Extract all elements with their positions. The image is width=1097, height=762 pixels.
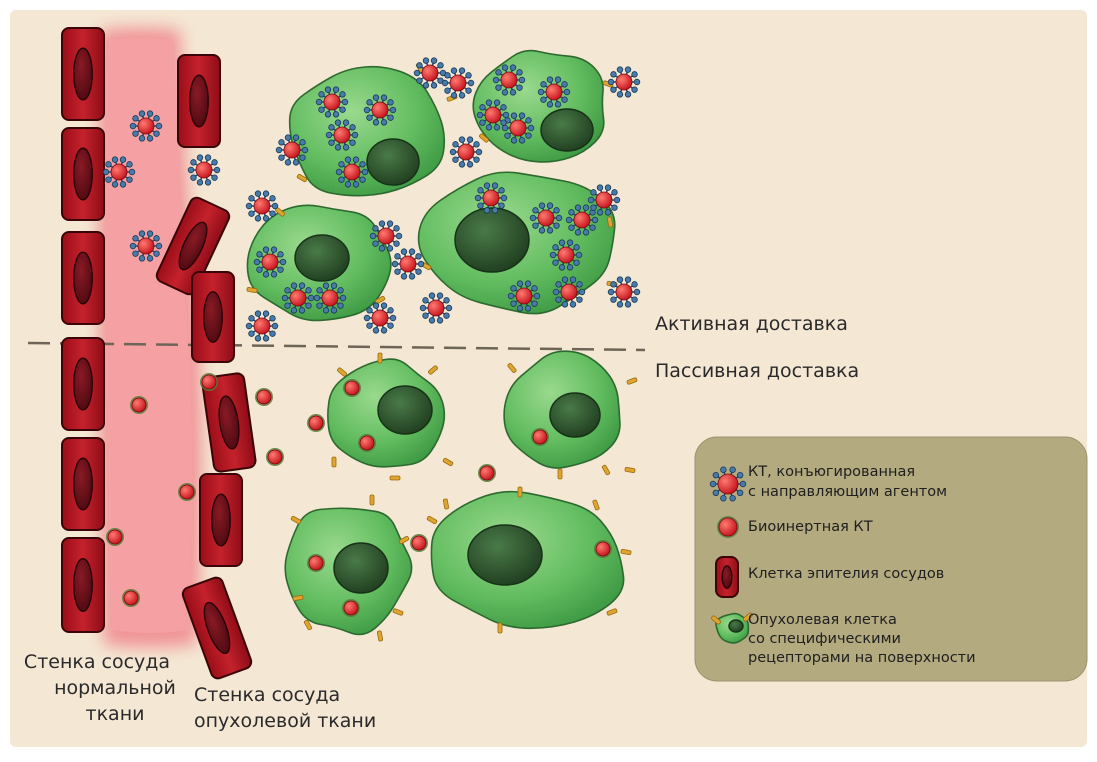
bioinert-nanoparticle xyxy=(307,414,325,432)
legend: КТ, конъюгированная с направляющим агент… xyxy=(695,437,1087,681)
bioinert-nanoparticle xyxy=(122,589,140,607)
legend-item-1-line-2: с направляющим агентом xyxy=(748,484,947,500)
endothelial-cell-4 xyxy=(62,338,104,430)
bioinert-nanoparticle-icon xyxy=(717,516,739,538)
endothelial-cell-7 xyxy=(178,55,220,147)
endothelial-cell-icon xyxy=(716,557,738,597)
endothelial-nucleus xyxy=(74,559,92,612)
endothelial-cell-5 xyxy=(62,438,104,530)
bioinert-nanoparticle xyxy=(358,434,376,452)
bioinert-nanoparticle xyxy=(178,483,196,501)
tumor-cell-nucleus xyxy=(334,543,388,593)
tumor-cell-nucleus xyxy=(367,139,419,185)
receptor xyxy=(518,487,522,497)
tumor-cell-nucleus xyxy=(378,386,432,434)
tumor-wall-line-1: Стенка сосуда xyxy=(194,684,340,706)
bioinert-nanoparticle xyxy=(343,379,361,397)
normal-wall-line-1: Стенка сосуда xyxy=(24,651,170,673)
bioinert-nanoparticle xyxy=(410,534,428,552)
tumor-cell-nucleus xyxy=(541,109,593,151)
endothelial-nucleus xyxy=(74,252,92,304)
bioinert-nanoparticle xyxy=(594,540,612,558)
endothelial-cell-1 xyxy=(62,28,104,120)
tumor-cell-nucleus xyxy=(295,235,349,281)
receptor xyxy=(390,476,400,480)
bioinert-nanoparticle xyxy=(307,554,325,572)
tumor-cell-nucleus xyxy=(550,393,600,437)
legend-item-3-line-1: Клетка эпителия сосудов xyxy=(748,566,944,582)
normal-wall-line-3: ткани xyxy=(86,703,145,725)
legend-item-4-line-2: со специфическими xyxy=(748,631,901,647)
receptor xyxy=(332,457,336,467)
bioinert-nanoparticle xyxy=(478,464,496,482)
legend-item-1-line-1: КТ, конъюгированная xyxy=(748,464,915,480)
bioinert-nanoparticle xyxy=(342,599,360,617)
bioinert-nanoparticle xyxy=(106,528,124,546)
endothelial-nucleus xyxy=(204,292,222,342)
legend-item-2-line-1: Биоинертная КТ xyxy=(748,519,873,535)
endothelial-nucleus xyxy=(74,458,92,510)
endothelial-nucleus xyxy=(212,494,230,546)
endothelial-cell-2 xyxy=(62,128,104,220)
endothelial-cell-11 xyxy=(200,474,242,566)
receptor xyxy=(498,623,502,633)
legend-item-4-line-1: Опухолевая клетка xyxy=(748,612,897,628)
endothelial-nucleus xyxy=(74,48,92,100)
passive-delivery-label: Пассивная доставка xyxy=(655,360,859,382)
receptor xyxy=(370,495,374,505)
endothelial-nucleus xyxy=(190,75,208,127)
bioinert-nanoparticle xyxy=(266,448,284,466)
tumor-cell-nucleus xyxy=(729,620,743,632)
tumor-wall-line-2: опухолевой ткани xyxy=(194,710,376,732)
endothelial-nucleus xyxy=(722,566,732,588)
endothelial-cell-3 xyxy=(62,232,104,324)
tumor-cell-nucleus xyxy=(468,525,542,585)
endothelial-nucleus xyxy=(74,358,92,410)
legend-item-4-line-3: рецепторами на поверхности xyxy=(748,650,976,666)
bioinert-nanoparticle xyxy=(130,396,148,414)
active-delivery-label: Активная доставка xyxy=(655,313,848,335)
tumor-cell-nucleus xyxy=(455,208,529,272)
receptor xyxy=(558,469,562,479)
endothelial-nucleus xyxy=(74,148,92,200)
endothelial-cell-6 xyxy=(62,538,104,632)
bioinert-nanoparticle xyxy=(255,388,273,406)
bioinert-nanoparticle xyxy=(531,428,549,446)
bioinert-nanoparticle xyxy=(200,373,218,391)
endothelial-cell-9 xyxy=(192,272,234,362)
normal-wall-line-2: нормальной xyxy=(54,677,176,699)
receptor xyxy=(378,353,382,363)
